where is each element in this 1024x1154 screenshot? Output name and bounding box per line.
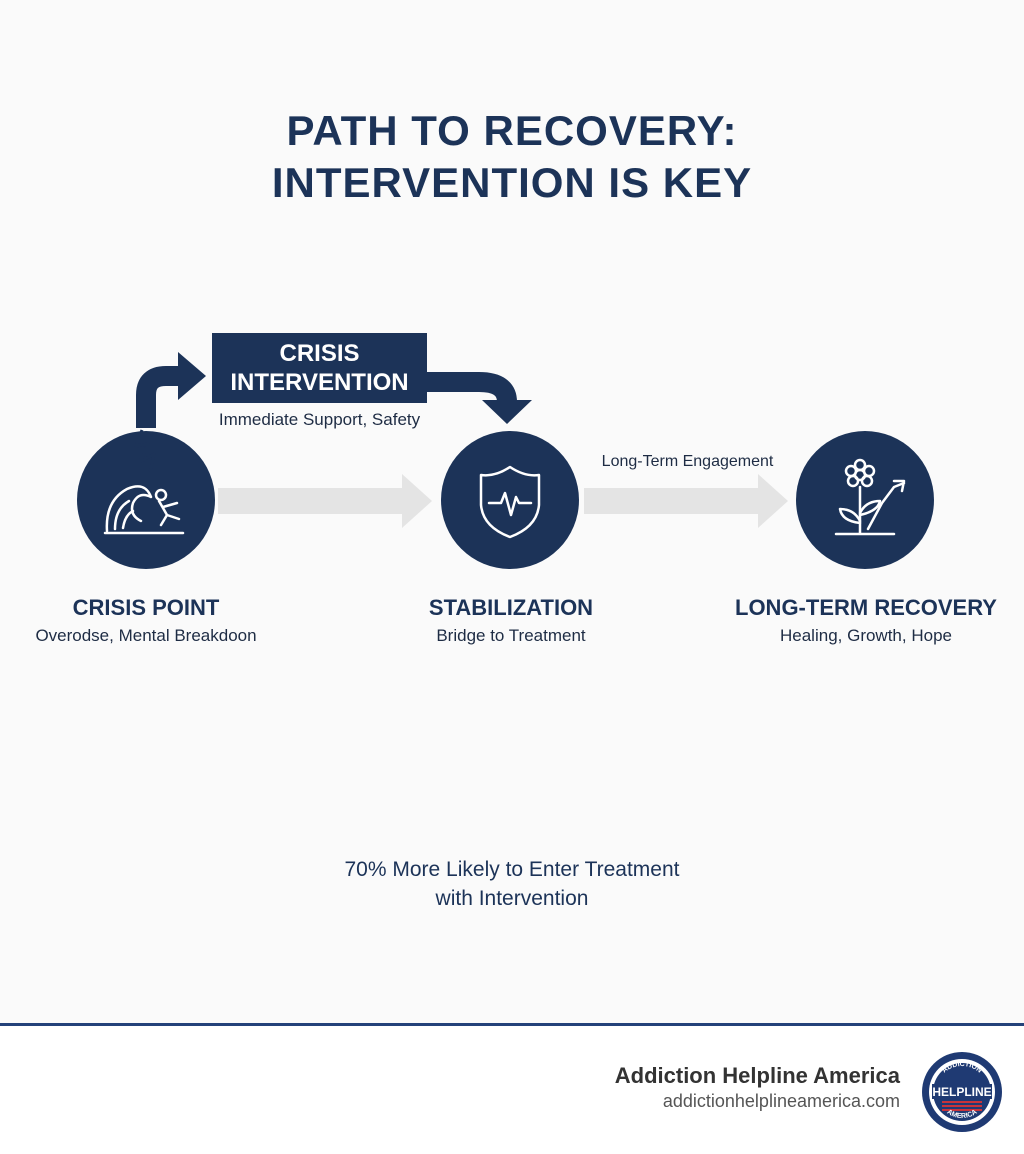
shield-heartbeat-icon	[479, 465, 541, 539]
crisis-intervention-sub: Immediate Support, Safety	[218, 410, 421, 429]
page-title-line-2: INTERVENTION IS KEY	[271, 159, 753, 206]
connector-label: Long-Term Engagement	[601, 453, 774, 470]
helpline-badge-logo: ADDICTION HELPLINE AMERICA	[922, 1052, 1002, 1132]
crisis-intervention-box: CRISIS INTERVENTION	[212, 333, 427, 403]
crisis-point-node	[77, 431, 215, 569]
badge-text-bottom: AMERICA	[946, 1109, 979, 1120]
crisis-point-label: CRISIS POINT	[72, 595, 220, 620]
flower-growth-icon	[834, 458, 906, 536]
up-curved-arrow	[136, 352, 206, 428]
footer	[0, 1026, 1024, 1154]
long-term-recovery-node	[796, 431, 934, 569]
stabilization-node	[441, 431, 579, 569]
stabilization-sub: Bridge to Treatment	[436, 626, 586, 645]
long-term-recovery-sub: Healing, Growth, Hope	[780, 626, 952, 645]
org-url[interactable]: addictionhelplineamerica.com	[662, 1091, 900, 1111]
lightning-icon	[134, 429, 156, 473]
org-name: Addiction Helpline America	[614, 1063, 900, 1088]
wave-icon	[103, 485, 185, 535]
crisis-intervention-line-1: CRISIS	[279, 340, 360, 367]
down-curved-arrow	[427, 372, 532, 424]
badge-text-main: HELPLINE	[932, 1085, 991, 1099]
svg-text:AMERICA: AMERICA	[946, 1109, 979, 1120]
stabilization-label: STABILIZATION	[428, 595, 594, 620]
footer-divider	[0, 1023, 1024, 1026]
gray-arrow-2	[584, 474, 788, 528]
long-term-recovery-label: LONG-TERM RECOVERY	[735, 595, 997, 620]
page-title-line-1: PATH TO RECOVERY:	[286, 107, 738, 154]
crisis-point-sub: Overodse, Mental Breakdoon	[35, 626, 257, 645]
crisis-intervention-line-2: INTERVENTION	[230, 369, 409, 396]
stat-line-1: 70% More Likely to Enter Treatment	[344, 858, 680, 881]
gray-arrow-1	[218, 474, 432, 528]
stat-line-2: with Intervention	[435, 887, 589, 910]
